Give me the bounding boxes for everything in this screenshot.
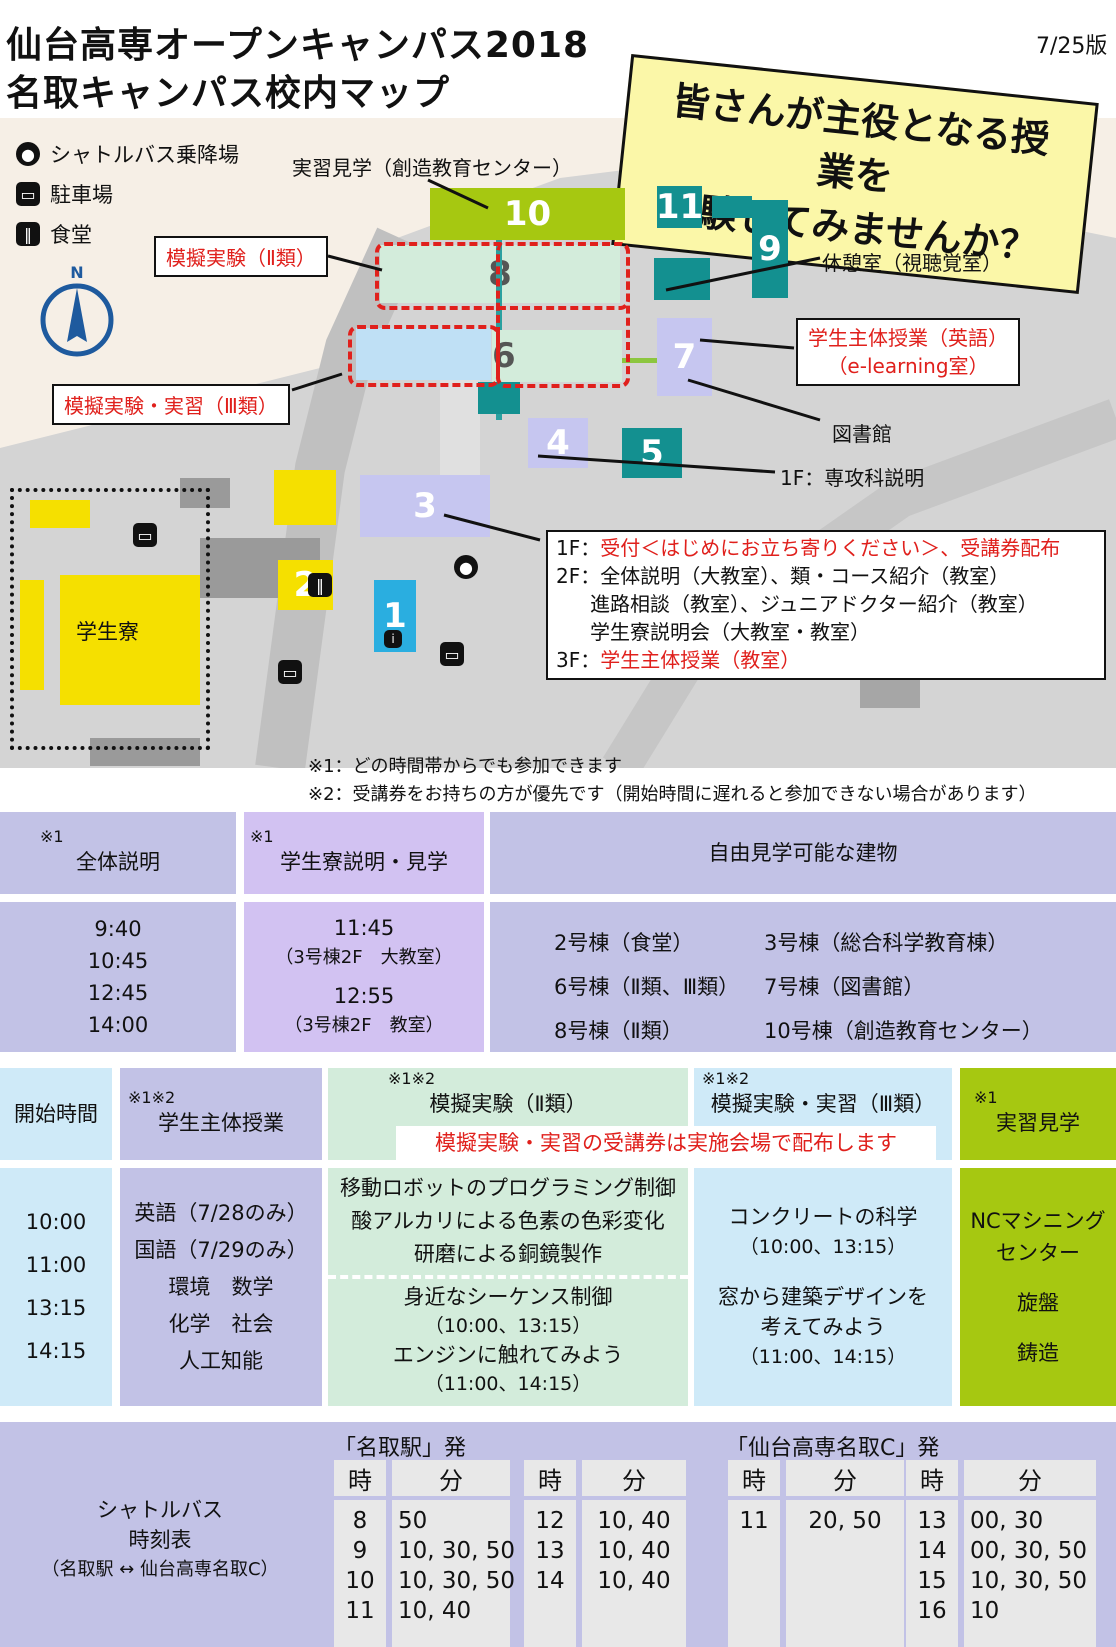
legend-shuttle: ●シャトルバス乗降場 <box>16 134 239 174</box>
label-mogi3: 模擬実験・実習（Ⅲ類） <box>52 384 290 425</box>
bus-from-natori: 「名取駅」発 <box>334 1436 467 1461</box>
free-visit-list: 2号棟（食堂）3号棟（総合科学教育棟） 6号棟（Ⅱ類、Ⅲ類）7号棟（図書館） 8… <box>490 902 1116 1052</box>
cutlery-icon: ‖ <box>308 573 332 597</box>
car-icon: ▭ <box>16 182 40 206</box>
legend-parking: ▭駐車場 <box>16 174 239 214</box>
building-5: 5 <box>622 428 682 478</box>
label-lounge: 休憩室（視聴覚室） <box>822 251 1002 275</box>
header-start-time: 開始時間 <box>0 1068 112 1160</box>
dorm-times: 11:45 （3号棟2F 大教室） 12:55 （3号棟2F 教室） <box>244 902 484 1052</box>
building-9: 9 <box>752 200 788 298</box>
bus-from-college: 「仙台高専名取C」発 <box>726 1436 940 1461</box>
map-legend: ●シャトルバス乗降場 ▭駐車場 ‖食堂 <box>16 134 239 254</box>
jisshu-list: NCマシニングセンター 旋盤鋳造 <box>960 1168 1116 1406</box>
parking-icon: ▭ <box>133 523 157 547</box>
parking-icon: ▭ <box>440 642 464 666</box>
bus-stop-icon: ● <box>16 142 40 166</box>
ticket-banner: 模擬実験・実習の受講券は実施会場で配布します <box>396 1126 936 1160</box>
lounge-room <box>654 258 710 300</box>
building-11-wing <box>712 196 752 218</box>
corridor-6-7 <box>622 358 658 363</box>
building-4: 4 <box>528 418 588 468</box>
info-icon: i <box>384 630 402 648</box>
building-3: 3 <box>360 475 490 537</box>
label-senko: 1F：専攻科説明 <box>780 466 925 490</box>
label-mogi2: 模擬実験（Ⅱ類） <box>154 236 328 277</box>
page-subtitle: 名取キャンパス校内マップ <box>6 73 451 114</box>
student-class-list: 英語（7/28のみ）国語（7/29のみ）環境 数学化学 社会人工知能 <box>120 1168 322 1406</box>
parking-icon: ▭ <box>278 660 302 684</box>
label-library: 図書館 <box>832 422 892 446</box>
note-1: ※1：どの時間帯からでも参加できます <box>308 756 622 777</box>
header-free-visit: 自由見学可能な建物 <box>490 812 1116 894</box>
note-2: ※2：受講券をお持ちの方が優先です（開始時間に遅れると参加できない場合があります… <box>308 784 1037 805</box>
dorm-block <box>60 575 200 705</box>
mogi3-list: コンクリートの科学（10:00、13:15） 窓から建築デザインを考えてみよう（… <box>694 1168 952 1406</box>
dorm-label: 学生寮 <box>76 620 139 644</box>
version-label: 7/25版 <box>1036 34 1108 59</box>
building3-info-box: 1F：受付＜はじめにお立ち寄りください＞、受講券配布 2F：全体説明（大教室）、… <box>546 530 1106 680</box>
svg-text:N: N <box>70 263 83 282</box>
building-6-west <box>356 328 491 380</box>
building-2-north <box>274 470 336 525</box>
bus-label: シャトルバス時刻表（名取駅 ↔ 仙台高専名取C） <box>41 1498 279 1580</box>
label-jisshu: 実習見学（創造教育センター） <box>292 156 572 180</box>
dorm-block <box>30 500 90 528</box>
legend-cafeteria: ‖食堂 <box>16 214 239 254</box>
compass-icon: N <box>40 263 114 357</box>
mogi2-list: 移動ロボットのプログラミング制御酸アルカリによる色素の色彩変化研磨による銅鏡製作… <box>328 1168 688 1406</box>
building-11: 11 <box>655 186 704 228</box>
bus-stop-icon: ● <box>454 555 478 579</box>
label-english-class: 学生主体授業（英語） （e-learning室） <box>796 318 1020 386</box>
dorm-block <box>20 580 44 690</box>
cutlery-icon: ‖ <box>16 222 40 246</box>
dorm-area <box>10 488 210 750</box>
mogi2-highlight-right <box>496 242 630 388</box>
page-title: 仙台高専オープンキャンパス2018 <box>6 25 590 66</box>
building-6: 6 <box>492 330 622 382</box>
callout-lines <box>291 178 821 542</box>
